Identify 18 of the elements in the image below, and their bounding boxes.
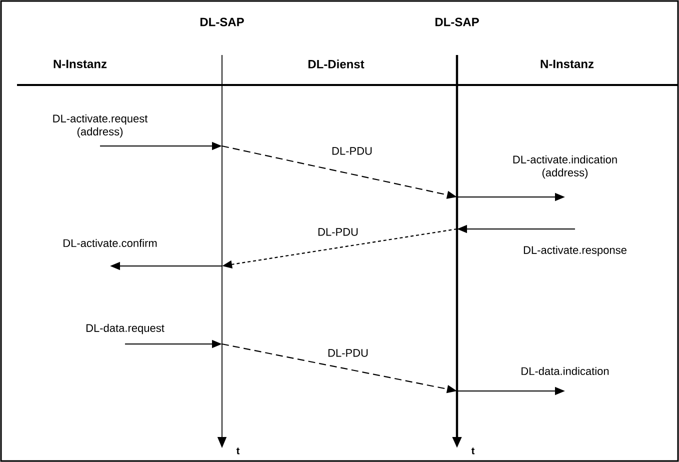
primitive-text: DL-data.indication [522,366,609,376]
primitive-text: DL-activate.confirm [64,238,157,248]
primitive-text: DL-activate.indication (address) [513,155,617,179]
primitive-text: DL-activate.response [524,246,626,256]
lifeline: DL-SAP t [435,18,479,454]
node-label: DL-SAP [200,18,244,26]
column-header: N-Instanz [540,60,594,68]
primitive-text: DL-activate.request (address) [53,114,148,138]
edge-label: DL-PDU [326,348,370,358]
column-header: N-Instanz [54,60,107,68]
node-label: DL-SAP [435,18,479,26]
column-header: DL-Dienst [308,60,364,68]
lifeline: DL-SAP t [200,18,244,454]
node-label: t [471,448,475,454]
edge-label: DL-PDU [330,146,374,156]
node-label: t [236,448,240,454]
edge-label: DL-PDU [316,227,360,237]
primitive-text: DL-data.request [86,324,164,334]
